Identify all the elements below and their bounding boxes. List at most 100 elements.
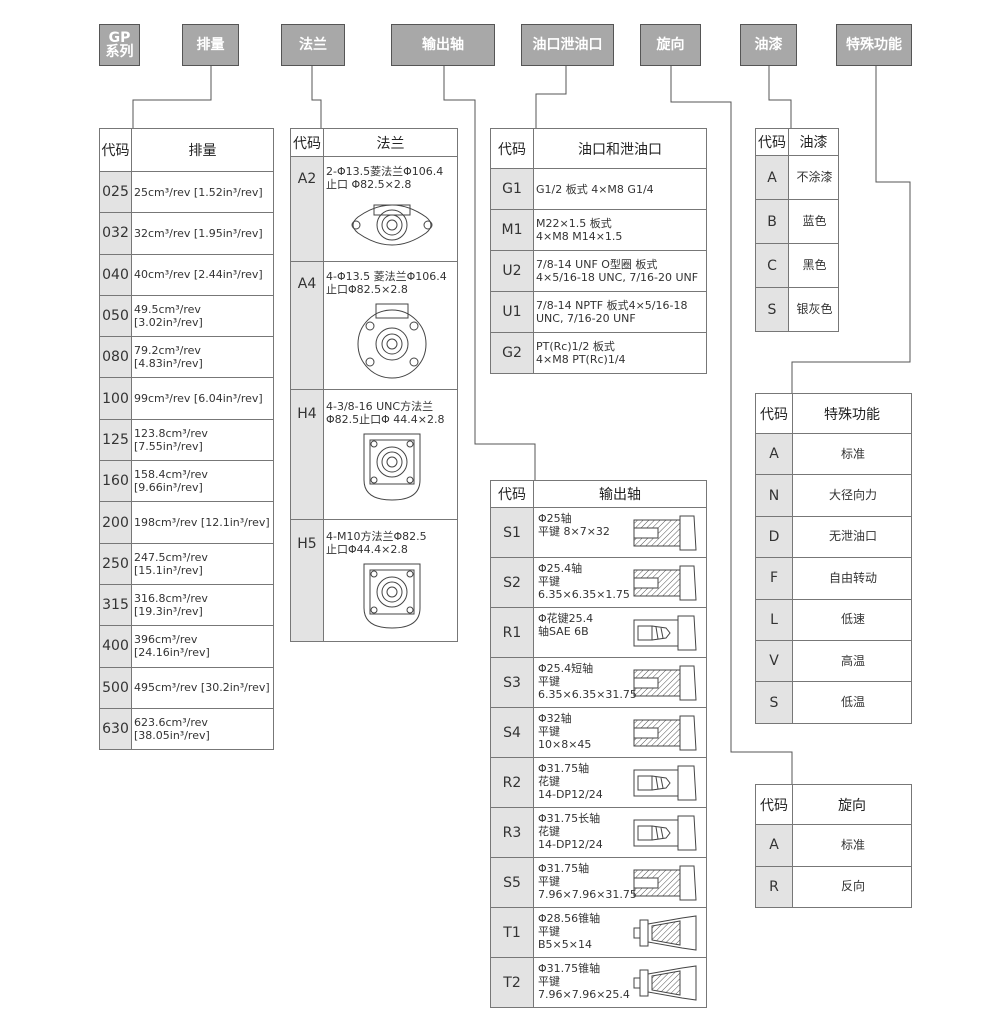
- header-series-line1: GP: [108, 30, 131, 46]
- col-special: 特殊功能: [792, 393, 912, 434]
- header-paint: 油漆: [740, 24, 797, 66]
- row-desc: 495cm³/rev [30.2in³/rev]: [131, 666, 274, 709]
- row-code: R2: [490, 757, 534, 808]
- row-line1: 7/8-14 UNF O型圈 板式: [536, 258, 658, 271]
- row-code: A2: [290, 156, 324, 262]
- row-desc: 低速: [792, 598, 912, 641]
- shaft-line: Φ25.4轴: [538, 562, 583, 575]
- row-desc: 49.5cm³/rev [3.02in³/rev]: [131, 294, 274, 338]
- header-displacement: 排量: [182, 24, 239, 66]
- row-code: R: [755, 865, 793, 908]
- row-desc: 蓝色: [788, 199, 839, 244]
- row-line2: 止口Φ82.5×2.8: [326, 283, 408, 296]
- row-line2: 4×5/16-18 UNC, 7/16-20 UNF: [536, 271, 699, 284]
- shaft-line: Φ花键25.4: [538, 612, 594, 625]
- keyed-shaft-icon: [633, 515, 697, 551]
- shaft-line: 平键: [538, 725, 560, 738]
- shaft-line: Φ31.75轴: [538, 762, 590, 775]
- table-row: H5 4-M10方法兰Φ82.5 止口Φ44.4×2.8: [290, 519, 458, 642]
- row-desc: 标准: [792, 824, 912, 867]
- col-rotation: 旋向: [792, 784, 912, 825]
- row-code: S2: [490, 557, 534, 608]
- shaft-line: 14-DP12/24: [538, 788, 603, 801]
- row-line1: 2-Φ13.5菱法兰Φ106.4: [326, 165, 444, 178]
- flange-square-icon: [363, 433, 420, 501]
- row-code: S: [755, 287, 789, 332]
- table-row: A2 2-Φ13.5菱法兰Φ106.4 止口 Φ82.5×2.8: [290, 156, 458, 262]
- row-code: 050: [99, 294, 132, 338]
- row-code: R1: [490, 607, 534, 658]
- row-code: G2: [490, 332, 534, 374]
- col-code: 代码: [490, 480, 534, 508]
- shaft-line: 平键: [538, 875, 560, 888]
- row-code: S4: [490, 707, 534, 758]
- shaft-text: Φ25轴平键 8×7×32: [538, 512, 610, 538]
- shaft-line: 6.35×6.35×31.75: [538, 688, 637, 701]
- row-line1: M22×1.5 板式: [536, 217, 612, 230]
- row-code: 200: [99, 501, 132, 544]
- row-code: A: [755, 432, 793, 476]
- row-line2: UNC, 7/16-20 UNF: [536, 312, 636, 325]
- col-shaft: 输出轴: [533, 480, 707, 508]
- row-desc: 32cm³/rev [1.95in³/rev]: [131, 212, 274, 255]
- row-desc: 大径向力: [792, 474, 912, 517]
- row-line2: 4×M8 PT(Rc)1/4: [536, 353, 626, 366]
- row-code: A4: [290, 261, 324, 390]
- row-desc: 316.8cm³/rev [19.3in³/rev]: [131, 583, 274, 627]
- col-code: 代码: [99, 128, 132, 172]
- spline-shaft-icon: [633, 765, 697, 801]
- taper-shaft-icon: [633, 965, 697, 1001]
- row-line2: Φ82.5止口Φ 44.4×2.8: [326, 413, 445, 426]
- row-line2: 止口 Φ82.5×2.8: [326, 178, 412, 191]
- keyed-shaft-icon: [633, 715, 697, 751]
- shaft-line: Φ28.56锥轴: [538, 912, 601, 925]
- shaft-line: 14-DP12/24: [538, 838, 603, 851]
- header-series-line2: 系列: [105, 44, 134, 60]
- spline-shaft-icon: [633, 815, 697, 851]
- row-code: 125: [99, 418, 132, 462]
- row-code: 630: [99, 707, 132, 751]
- row-code: 100: [99, 377, 132, 420]
- flange-diamond-2bolt-icon: [351, 204, 432, 246]
- shaft-line: Φ31.75轴: [538, 862, 590, 875]
- shaft-line: Φ32轴: [538, 712, 572, 725]
- row-line1: 4-Φ13.5 菱法兰Φ106.4: [326, 270, 447, 283]
- col-flange: 法兰: [323, 128, 458, 157]
- flange-square-m10-icon: [363, 563, 420, 629]
- row-desc: 623.6cm³/rev [38.05in³/rev]: [131, 707, 274, 751]
- row-desc: 自由转动: [792, 557, 912, 600]
- shaft-line: Φ31.75长轴: [538, 812, 601, 825]
- keyed-shaft-icon: [633, 865, 697, 901]
- row-desc: 198cm³/rev [12.1in³/rev]: [131, 501, 274, 544]
- row-desc: 标准: [792, 432, 912, 476]
- row-code: S1: [490, 507, 534, 558]
- shaft-line: 花键: [538, 775, 560, 788]
- row-code: F: [755, 557, 793, 600]
